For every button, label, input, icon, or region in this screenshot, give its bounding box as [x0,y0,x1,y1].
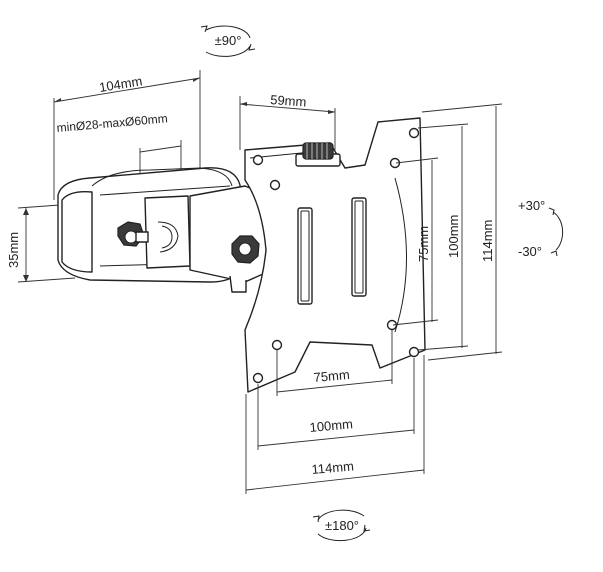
dimension-clamp-height: 35mm [6,204,76,283]
plate-holes [252,127,420,384]
arm-length-label: 104mm [98,73,143,95]
rotation-bottom-label: ±180° [325,518,359,533]
vesa-large-w-label: 100mm [309,416,354,435]
clamp-assembly [57,167,273,293]
dimension-vesa-small-h: 75mm [392,157,439,326]
knob-offset-label: 59mm [270,92,307,109]
dimension-vesa-large-w: 100mm [257,358,415,450]
clamp-end-cap [61,190,93,273]
rotation-top-indicator: ±90° [200,25,256,57]
vesa-small-h-label: 75mm [416,226,431,262]
hole-114-bottom-right [408,346,420,358]
hole-75-top-left [269,179,281,191]
plate-slot-right [351,197,367,297]
tension-knob [295,142,341,167]
vesa-large-h-label: 100mm [446,215,461,258]
dimension-arm-length: 104mm [53,70,201,200]
clamp-cavity [144,195,191,269]
plate-slot-left [297,207,313,305]
dimension-vesa-large-h: 100mm [417,123,469,351]
dimension-knob-offset: 59mm [239,92,336,150]
clamp-height-label: 35mm [6,232,21,268]
tilt-up-label: +30° [518,198,545,213]
hole-114-bottom-left [252,372,264,384]
joint-bolt [231,235,260,264]
curved-arrow-icon [552,211,564,251]
clamp-bolt-left [117,221,149,247]
circular-arrow-icon [312,509,371,542]
dimension-plate-w: 114mm [245,355,425,494]
circular-arrow-icon [200,25,256,57]
vesa-small-w-label: 75mm [313,367,350,385]
tilt-down-label: -30° [518,244,542,259]
hole-75-bottom-left [271,339,283,351]
plate-h-label: 114mm [480,220,495,262]
rotation-bottom-indicator: ±180° [312,509,371,542]
vesa-plate [244,117,426,393]
rotation-top-label: ±90° [215,33,242,48]
clamp-range-label: minØ28-maxØ60mm [56,111,168,135]
plate-w-label: 114mm [311,458,355,477]
dimension-plate-h: 114mm [421,103,503,361]
vesa-plate-body [244,117,426,393]
dimension-vesa-small-w: 75mm [276,330,393,396]
hole-114-top-right [408,127,420,139]
knob-grip [302,142,334,160]
tilt-indicator: +30° -30° [518,198,564,259]
hole-114-top-left [252,154,264,166]
